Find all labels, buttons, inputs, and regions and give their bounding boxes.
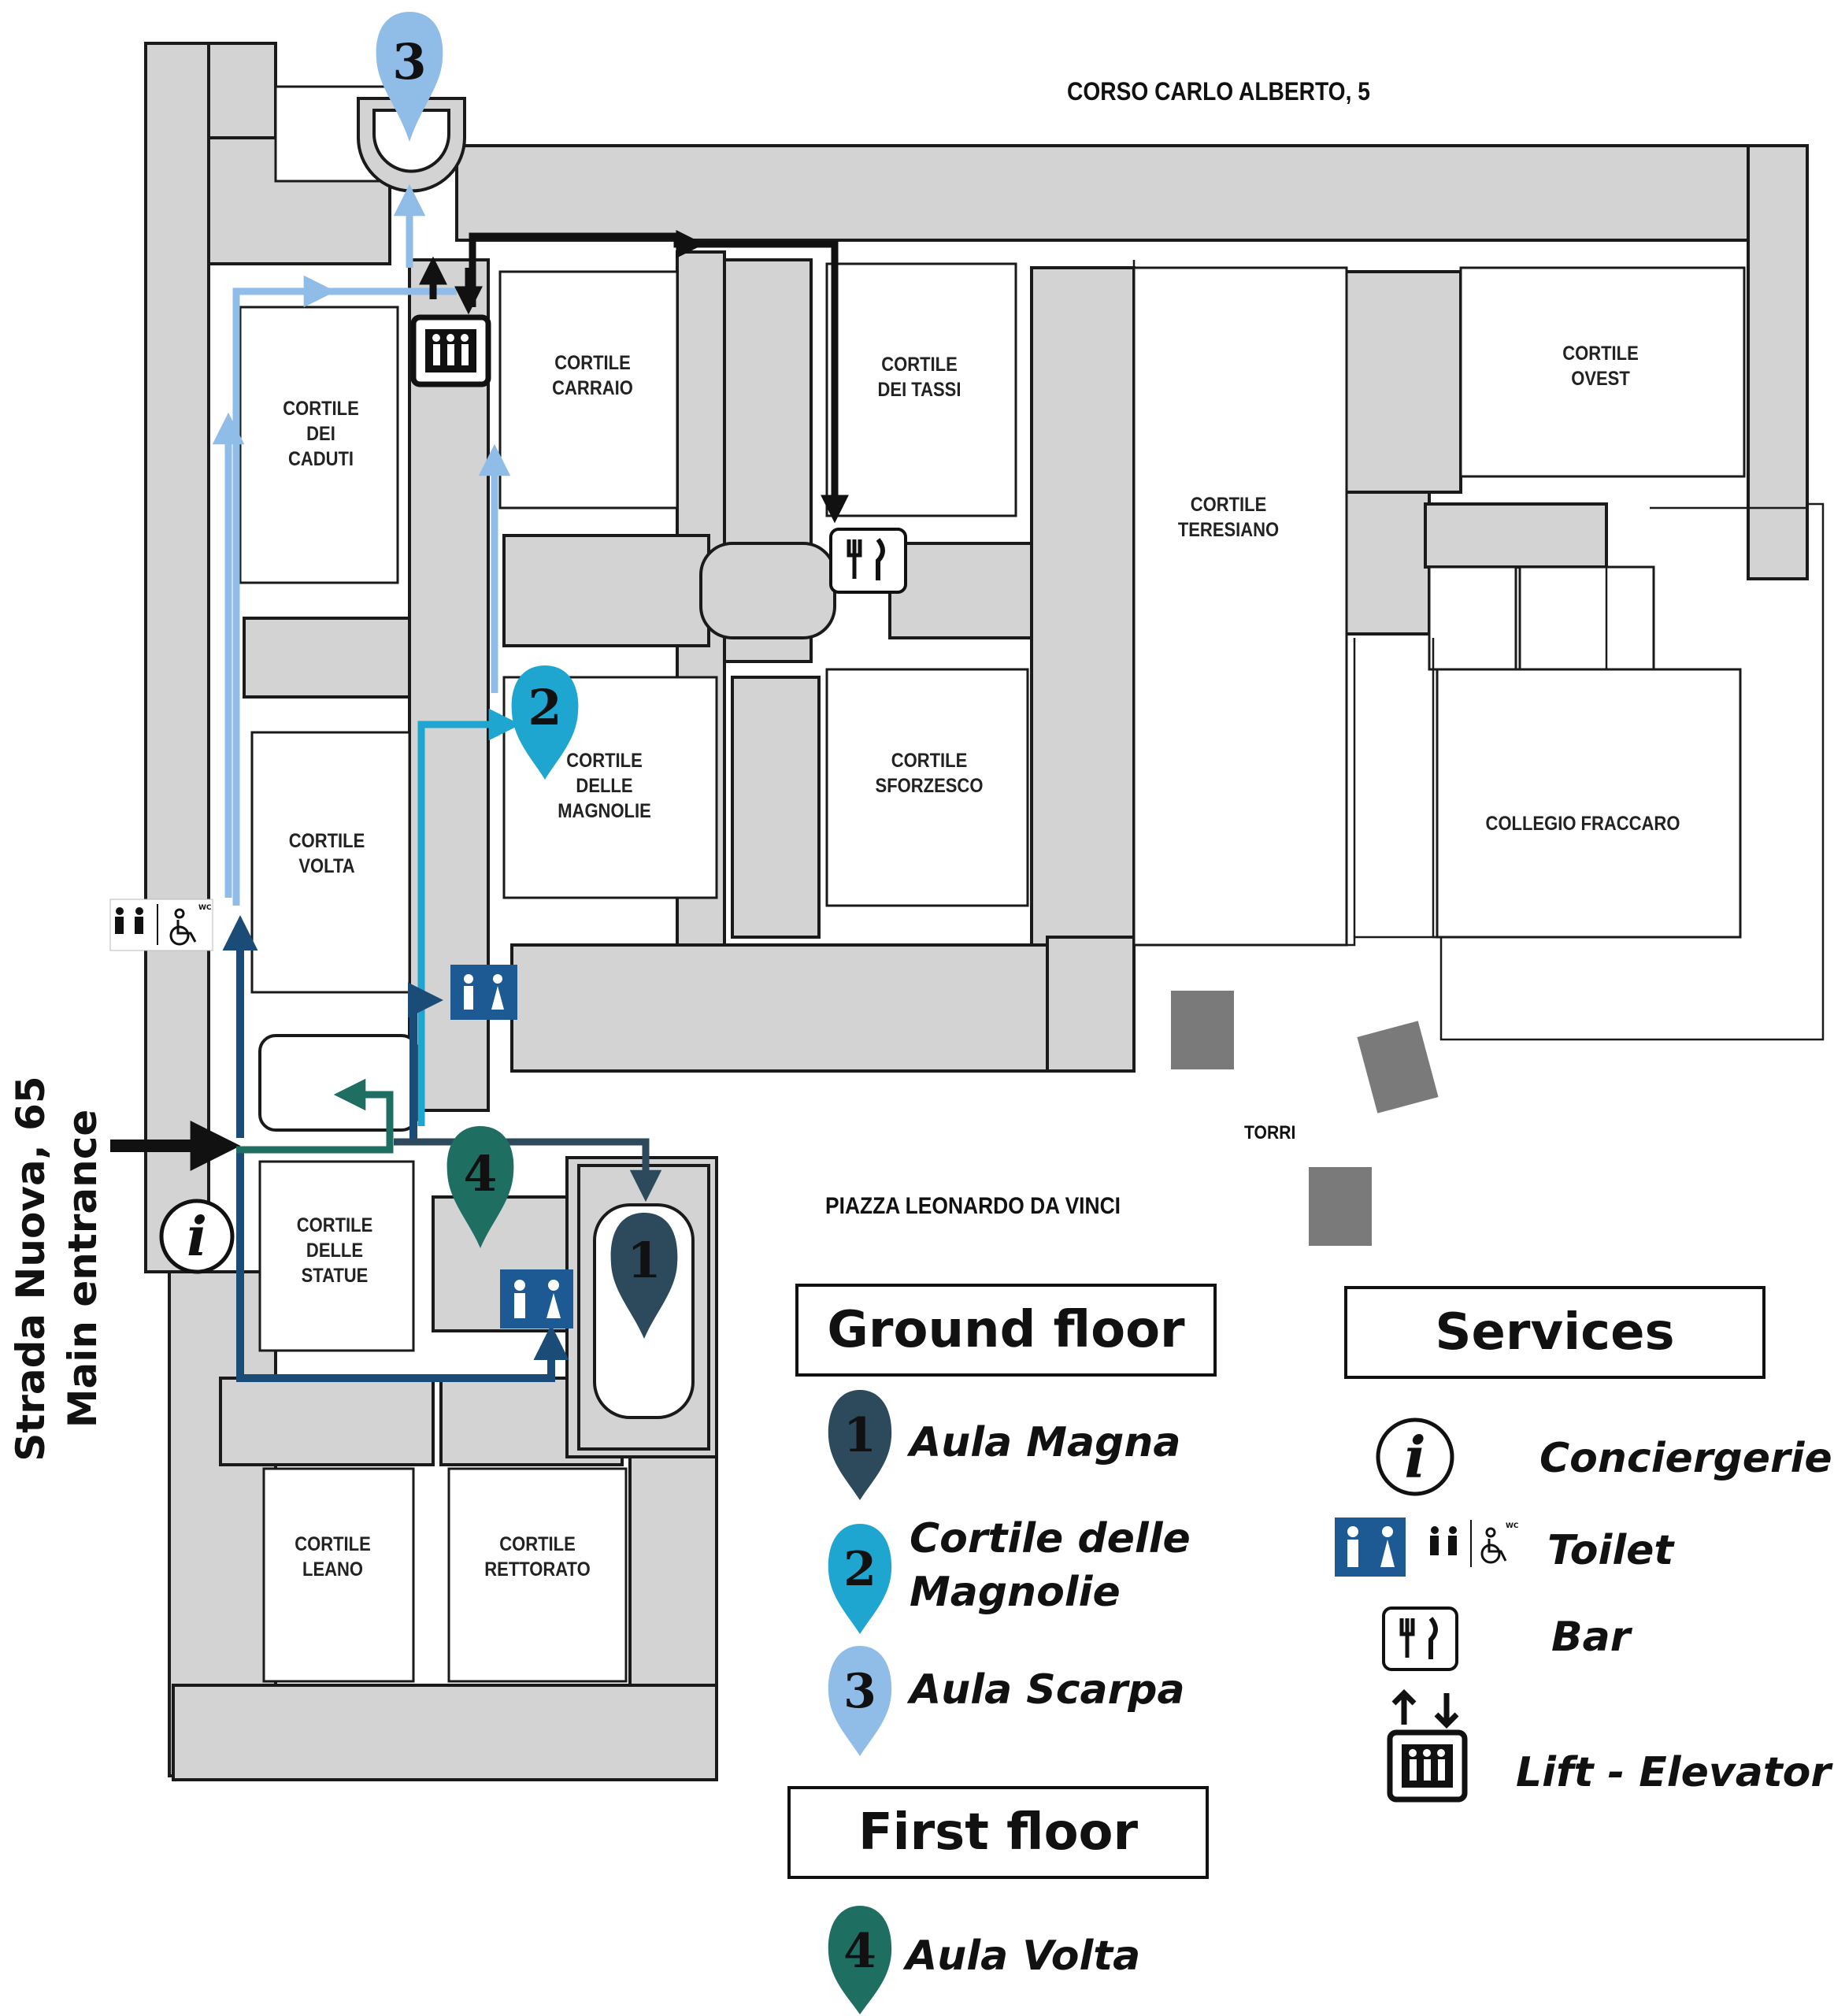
accessible-toilet-icon: WC bbox=[1430, 1520, 1519, 1567]
legend-lift: Lift - Elevator bbox=[1516, 1749, 1832, 1796]
legend-aula-magna: Aula Magna bbox=[910, 1419, 1181, 1466]
legend-aula-scarpa: Aula Scarpa bbox=[910, 1666, 1185, 1714]
cortile-sforzesco-label: CORTILE SFORZESCO bbox=[875, 750, 984, 797]
accessible-toilet-icon-map[interactable]: WC bbox=[109, 899, 213, 951]
legend-toilet: Toilet bbox=[1547, 1527, 1674, 1574]
legend-conciergerie: Conciergerie bbox=[1539, 1435, 1832, 1482]
towers bbox=[1171, 991, 1439, 1246]
building-wings bbox=[144, 42, 1809, 1781]
piazza-label: PIAZZA LEONARDO DA VINCI bbox=[825, 1193, 1121, 1219]
cortile-carraio-label: CORTILE CARRAIO bbox=[552, 352, 633, 399]
pin-aula-volta[interactable]: 4 bbox=[446, 1126, 514, 1248]
svg-text:4: 4 bbox=[843, 1924, 876, 1979]
svg-text:2: 2 bbox=[528, 679, 561, 736]
torri-label: TORRI bbox=[1244, 1122, 1296, 1143]
collegio-fraccaro-label: COLLEGIO FRACCARO bbox=[1485, 813, 1680, 835]
cortile-teresiano-label: CORTILE TERESIANO bbox=[1177, 494, 1280, 541]
toilet-icon bbox=[1335, 1518, 1406, 1577]
cortile-ovest-label: CORTILE OVEST bbox=[1562, 343, 1639, 390]
route-aula-scarpa bbox=[212, 183, 511, 906]
svg-text:1: 1 bbox=[843, 1408, 876, 1463]
street-corso-carlo-alberto: CORSO CARLO ALBERTO, 5 bbox=[1067, 77, 1370, 106]
bar-icon bbox=[1382, 1606, 1458, 1671]
info-icon: i bbox=[1376, 1418, 1454, 1496]
cortile-tassi-label: CORTILE DEI TASSI bbox=[877, 354, 961, 401]
route-lift-to-bar bbox=[110, 230, 849, 1171]
svg-text:1: 1 bbox=[627, 1232, 661, 1289]
svg-text:4: 4 bbox=[463, 1145, 497, 1203]
legend-aula-volta: Aula Volta bbox=[906, 1933, 1141, 1980]
route-main-entrance-dark bbox=[222, 915, 569, 1382]
elevator-icon-map[interactable] bbox=[410, 314, 491, 387]
first-floor-title: First floor bbox=[787, 1786, 1209, 1879]
bar-icon-map[interactable] bbox=[829, 528, 907, 594]
cortile-caduti-label: CORTILE DEI CADUTI bbox=[283, 398, 359, 470]
cortile-statue-label: CORTILE DELLE STATUE bbox=[296, 1214, 373, 1287]
legend-cortile-magnolie: Cortile delle Magnolie bbox=[910, 1515, 1191, 1616]
svg-text:2: 2 bbox=[843, 1542, 876, 1597]
cortile-leano-label: CORTILE LEANO bbox=[295, 1533, 371, 1581]
route-aula-volta bbox=[236, 1078, 394, 1154]
svg-text:WC: WC bbox=[1506, 1522, 1519, 1530]
toilet-icon-map-2[interactable] bbox=[500, 1269, 573, 1329]
toilet-icon-map-1[interactable] bbox=[450, 965, 517, 1020]
legend-pin-1: 1 bbox=[828, 1390, 892, 1500]
cortile-magnolie-label: CORTILE DELLE MAGNOLIE bbox=[558, 750, 651, 822]
svg-text:i: i bbox=[187, 1206, 207, 1269]
pin-aula-scarpa[interactable]: 3 bbox=[376, 12, 443, 142]
ground-floor-title: Ground floor bbox=[795, 1284, 1217, 1377]
svg-text:3: 3 bbox=[392, 33, 426, 91]
svg-text:WC: WC bbox=[198, 904, 212, 912]
cortile-volta-label: CORTILE VOLTA bbox=[288, 830, 365, 877]
legend-bar: Bar bbox=[1551, 1614, 1631, 1661]
legend-pin-2: 2 bbox=[828, 1524, 892, 1634]
pin-aula-magna[interactable]: 1 bbox=[610, 1213, 678, 1339]
legend-pin-3: 3 bbox=[828, 1646, 892, 1756]
courtyard-areas bbox=[239, 85, 1746, 1683]
svg-text:3: 3 bbox=[843, 1664, 876, 1719]
legend-pin-4: 4 bbox=[828, 1906, 892, 2014]
services-title: Services bbox=[1344, 1286, 1765, 1379]
pin-magnolie[interactable]: 2 bbox=[511, 665, 579, 780]
collegio-outline bbox=[1132, 260, 1825, 1041]
svg-text:i: i bbox=[1404, 1424, 1425, 1491]
info-icon-map[interactable]: i bbox=[159, 1199, 235, 1274]
elevator-icon bbox=[1387, 1689, 1468, 1803]
cortile-rettorato-label: CORTILE RETTORATO bbox=[484, 1533, 591, 1581]
